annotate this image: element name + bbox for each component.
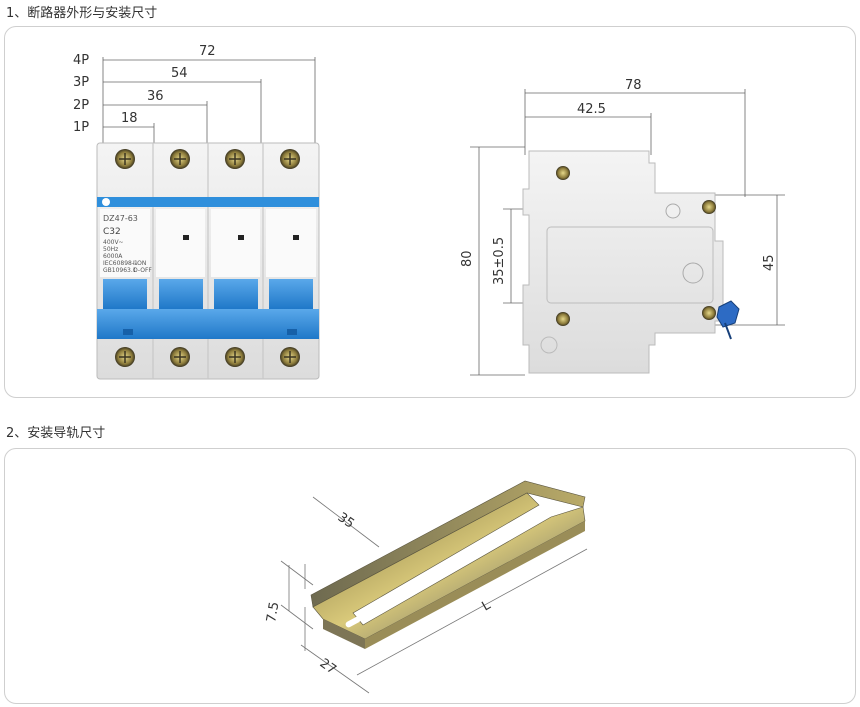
onoff-on: I-ON	[133, 260, 146, 267]
spec-3: 6000A	[103, 253, 123, 260]
width-3p: 54	[171, 66, 188, 81]
side-view: 78 42.5 80 35±0.5 45	[460, 78, 785, 376]
rating-label: C32	[103, 227, 121, 237]
bottom-terminal-screws	[115, 347, 300, 367]
spec-1: 400V~	[103, 239, 124, 246]
pole-label-2p: 2P	[73, 98, 89, 113]
dim-rail-slot: 35±0.5	[492, 237, 507, 285]
width-2p: 36	[147, 89, 164, 104]
rail-panel: 35 7.5 27 L	[4, 448, 856, 704]
width-1p: 18	[121, 111, 138, 126]
rail-dimensions	[280, 496, 588, 694]
pole-label-3p: 3P	[73, 75, 89, 90]
dim-half-depth: 42.5	[577, 102, 606, 117]
spec-5: GB10963.1	[103, 267, 137, 274]
section2-title: 2、安装导轨尺寸	[6, 426, 106, 441]
front-view: 4P 3P 2P 1P 72 54 36 18	[73, 44, 320, 380]
onoff-off: O-OFF	[133, 267, 152, 274]
rail-width-dim: 35	[335, 510, 357, 532]
rail-length-dim: L	[480, 597, 494, 614]
width-4p: 72	[199, 44, 216, 59]
model-label: DZ47-63	[103, 214, 138, 223]
breaker-drawing: 4P 3P 2P 1P 72 54 36 18	[73, 44, 785, 380]
din-rail	[310, 480, 586, 649]
spec-2: 50Hz	[103, 246, 118, 253]
pole-label-4p: 4P	[73, 53, 89, 68]
spec-4: IEC60898-1	[103, 260, 138, 267]
section1-title: 1、断路器外形与安装尺寸	[6, 6, 158, 21]
dim-total-depth: 78	[625, 78, 642, 93]
pole-label-1p: 1P	[73, 120, 89, 135]
din-rail-drawing: 35 7.5 27 L	[264, 480, 588, 694]
pole-dimensions	[102, 57, 316, 145]
rail-base-dim: 27	[317, 656, 339, 678]
dim-body-height: 45	[762, 254, 777, 271]
rail-depth-dim: 7.5	[264, 601, 282, 624]
breaker-panel: 4P 3P 2P 1P 72 54 36 18	[4, 26, 856, 398]
blue-handles	[97, 279, 319, 339]
top-terminal-screws	[115, 149, 300, 169]
dim-height: 80	[460, 250, 475, 267]
